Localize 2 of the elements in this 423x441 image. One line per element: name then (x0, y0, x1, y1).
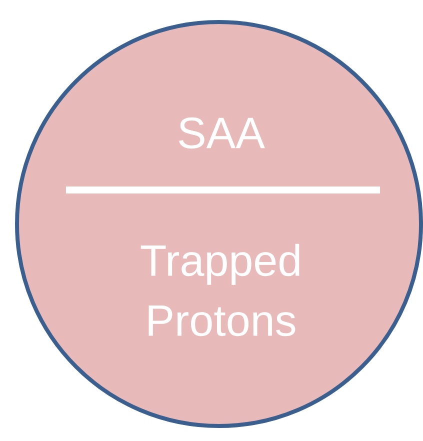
heading-text: SAA (178, 117, 265, 149)
body-text: Trapped Protons (140, 244, 300, 336)
